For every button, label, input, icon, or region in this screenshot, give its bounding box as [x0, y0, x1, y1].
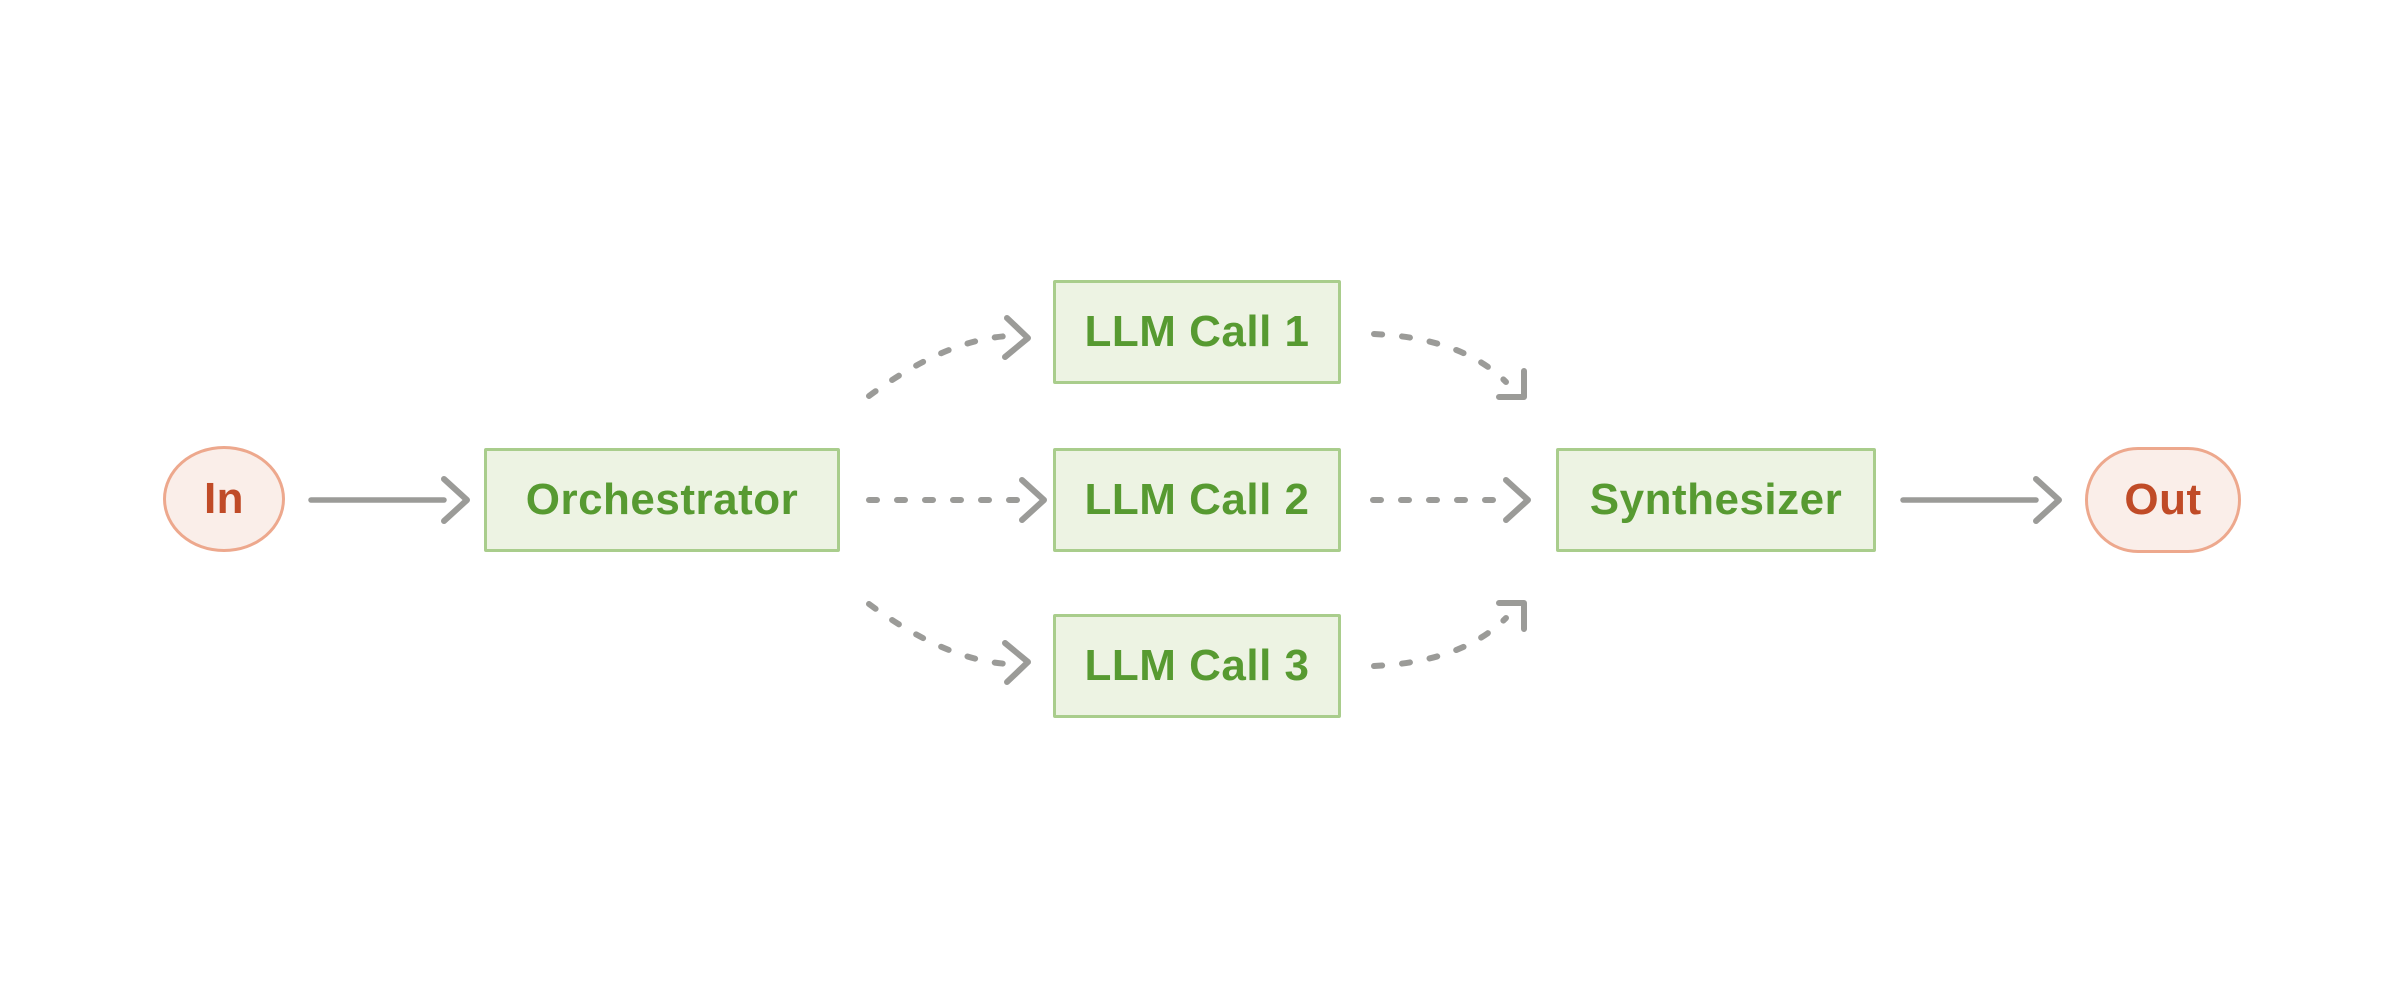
- edge-orchestrator-llm-call-1: [866, 315, 1031, 399]
- node-llm-call-3-label: LLM Call 3: [1084, 641, 1310, 690]
- node-llm-call-3: LLM Call 3: [1053, 614, 1341, 718]
- node-llm-call-1-label: LLM Call 1: [1084, 307, 1310, 356]
- node-synthesizer: Synthesizer: [1556, 448, 1876, 552]
- node-in: In: [163, 446, 285, 552]
- node-out: Out: [2085, 447, 2241, 553]
- node-llm-call-2-label: LLM Call 2: [1084, 475, 1310, 524]
- edge-llm-call-3-synthesizer: [1371, 600, 1527, 669]
- node-orchestrator: Orchestrator: [484, 448, 840, 552]
- node-in-label: In: [203, 474, 245, 523]
- edge-llm-call-1-synthesizer: [1371, 331, 1527, 400]
- node-out-label: Out: [2124, 475, 2202, 524]
- node-llm-call-2: LLM Call 2: [1053, 448, 1341, 552]
- edge-in-orchestrator: [308, 476, 470, 524]
- edge-llm-call-2-synthesizer: [1370, 477, 1531, 523]
- edge-orchestrator-llm-call-3: [866, 601, 1031, 685]
- edge-synthesizer-out: [1900, 476, 2062, 524]
- edge-orchestrator-llm-call-2: [866, 477, 1047, 523]
- node-llm-call-1: LLM Call 1: [1053, 280, 1341, 384]
- node-orchestrator-label: Orchestrator: [525, 475, 799, 524]
- node-synthesizer-label: Synthesizer: [1589, 475, 1843, 524]
